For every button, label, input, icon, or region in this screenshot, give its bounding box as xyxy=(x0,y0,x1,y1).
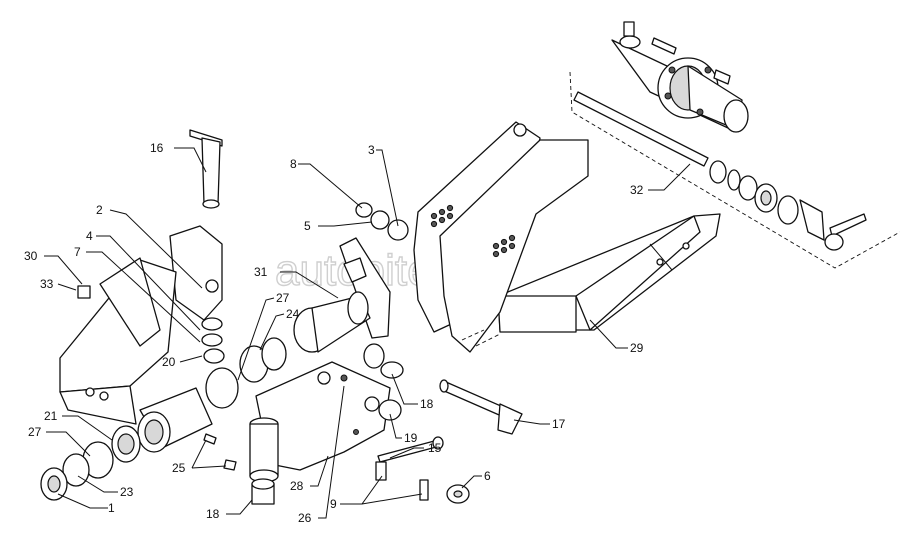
callout-24: 24 xyxy=(286,307,300,321)
callout-32: 32 xyxy=(630,183,644,197)
part-32-shaft-assembly xyxy=(569,21,900,269)
bolt-pattern xyxy=(430,204,516,258)
callout-9: 9 xyxy=(330,497,337,511)
callout-21: 21 xyxy=(44,409,58,423)
callout-4: 4 xyxy=(86,229,93,243)
callout-26: 26 xyxy=(298,511,312,525)
callout-5: 5 xyxy=(304,219,311,233)
callout-31: 31 xyxy=(254,265,268,279)
callout-1: 1 xyxy=(108,501,115,515)
pins-group xyxy=(375,379,523,504)
callout-labels: 16 2 4 7 30 33 20 21 27 23 1 25 27 24 31… xyxy=(24,141,644,525)
callout-25: 25 xyxy=(172,461,186,475)
callout-3: 3 xyxy=(368,143,375,157)
callout-27-left: 27 xyxy=(28,425,42,439)
callout-7: 7 xyxy=(74,245,81,259)
part-16-pin xyxy=(189,129,223,209)
callout-30: 30 xyxy=(24,249,38,263)
callout-17: 17 xyxy=(552,417,566,431)
part-28-link-arm xyxy=(249,202,409,505)
callout-18-upper: 18 xyxy=(420,397,434,411)
callout-28: 28 xyxy=(290,479,304,493)
part-31-yoke xyxy=(293,237,391,353)
callout-19: 19 xyxy=(404,431,418,445)
callout-27-right: 27 xyxy=(276,291,290,305)
callout-29: 29 xyxy=(630,341,644,355)
callout-18-lower: 18 xyxy=(206,507,220,521)
main-swing-arm xyxy=(40,225,287,501)
callout-33: 33 xyxy=(40,277,54,291)
frame-bracket xyxy=(413,121,589,353)
part-29-arm xyxy=(497,213,721,333)
callout-20: 20 xyxy=(162,355,176,369)
callout-2: 2 xyxy=(96,203,103,217)
callout-15: 15 xyxy=(428,441,442,455)
callout-23: 23 xyxy=(120,485,134,499)
leader-lines xyxy=(44,147,691,519)
callout-8: 8 xyxy=(290,157,297,171)
callout-16: 16 xyxy=(150,141,164,155)
callout-6: 6 xyxy=(484,469,491,483)
